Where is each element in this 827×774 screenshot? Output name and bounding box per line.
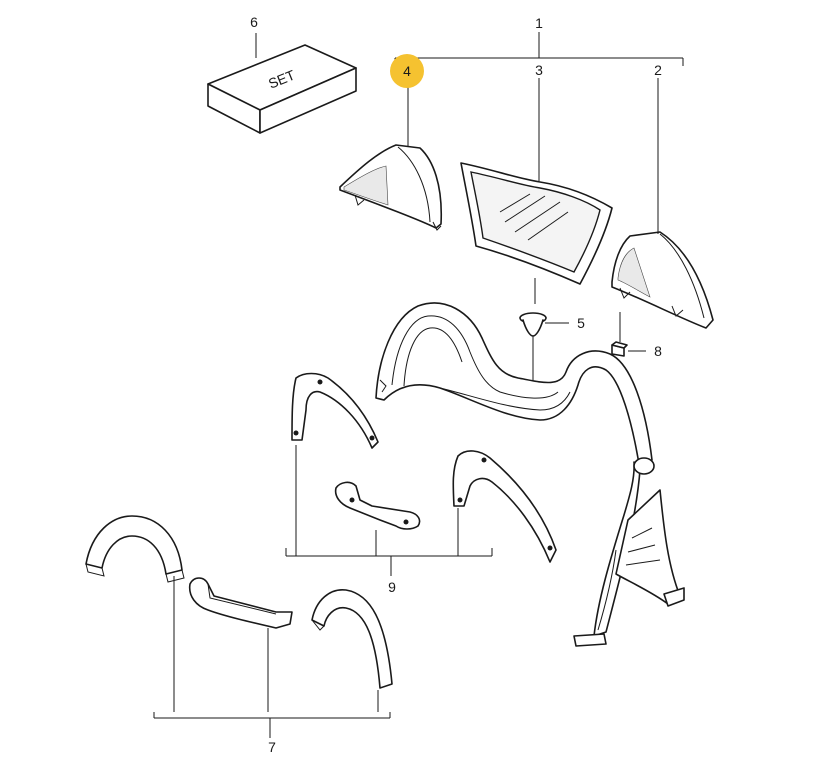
callout-7[interactable]: 7 (268, 739, 276, 755)
glass-deflector-part[interactable] (460, 162, 613, 285)
small-clip-part[interactable] (611, 341, 628, 357)
callout-5[interactable]: 5 (577, 315, 585, 331)
callout-4-highlight (390, 54, 424, 88)
left-arch-cover-part[interactable] (85, 515, 185, 583)
left-hoop-trim-part[interactable] (291, 372, 379, 449)
callout-8[interactable]: 8 (654, 343, 662, 359)
center-cover-part[interactable] (188, 577, 293, 629)
bracket-1 (394, 32, 684, 66)
callout-6[interactable]: 6 (250, 14, 258, 30)
bracket-9 (285, 445, 493, 576)
callout-4[interactable]: 4 (403, 63, 411, 79)
set-box-part[interactable]: SET (207, 44, 357, 134)
clip-fastener-part[interactable] (519, 312, 547, 341)
bracket-7 (153, 576, 391, 738)
callout-9[interactable]: 9 (388, 579, 396, 595)
callout-1[interactable]: 1 (535, 15, 543, 31)
right-hoop-trim-part[interactable] (452, 450, 557, 563)
callout-3[interactable]: 3 (535, 62, 543, 78)
callout-2[interactable]: 2 (654, 62, 662, 78)
left-side-panel-part[interactable] (339, 144, 443, 231)
right-arch-cover-part[interactable] (311, 589, 393, 689)
right-side-panel-part[interactable] (611, 231, 714, 329)
center-trim-part[interactable] (334, 481, 421, 530)
roll-bar-frame (375, 302, 685, 647)
